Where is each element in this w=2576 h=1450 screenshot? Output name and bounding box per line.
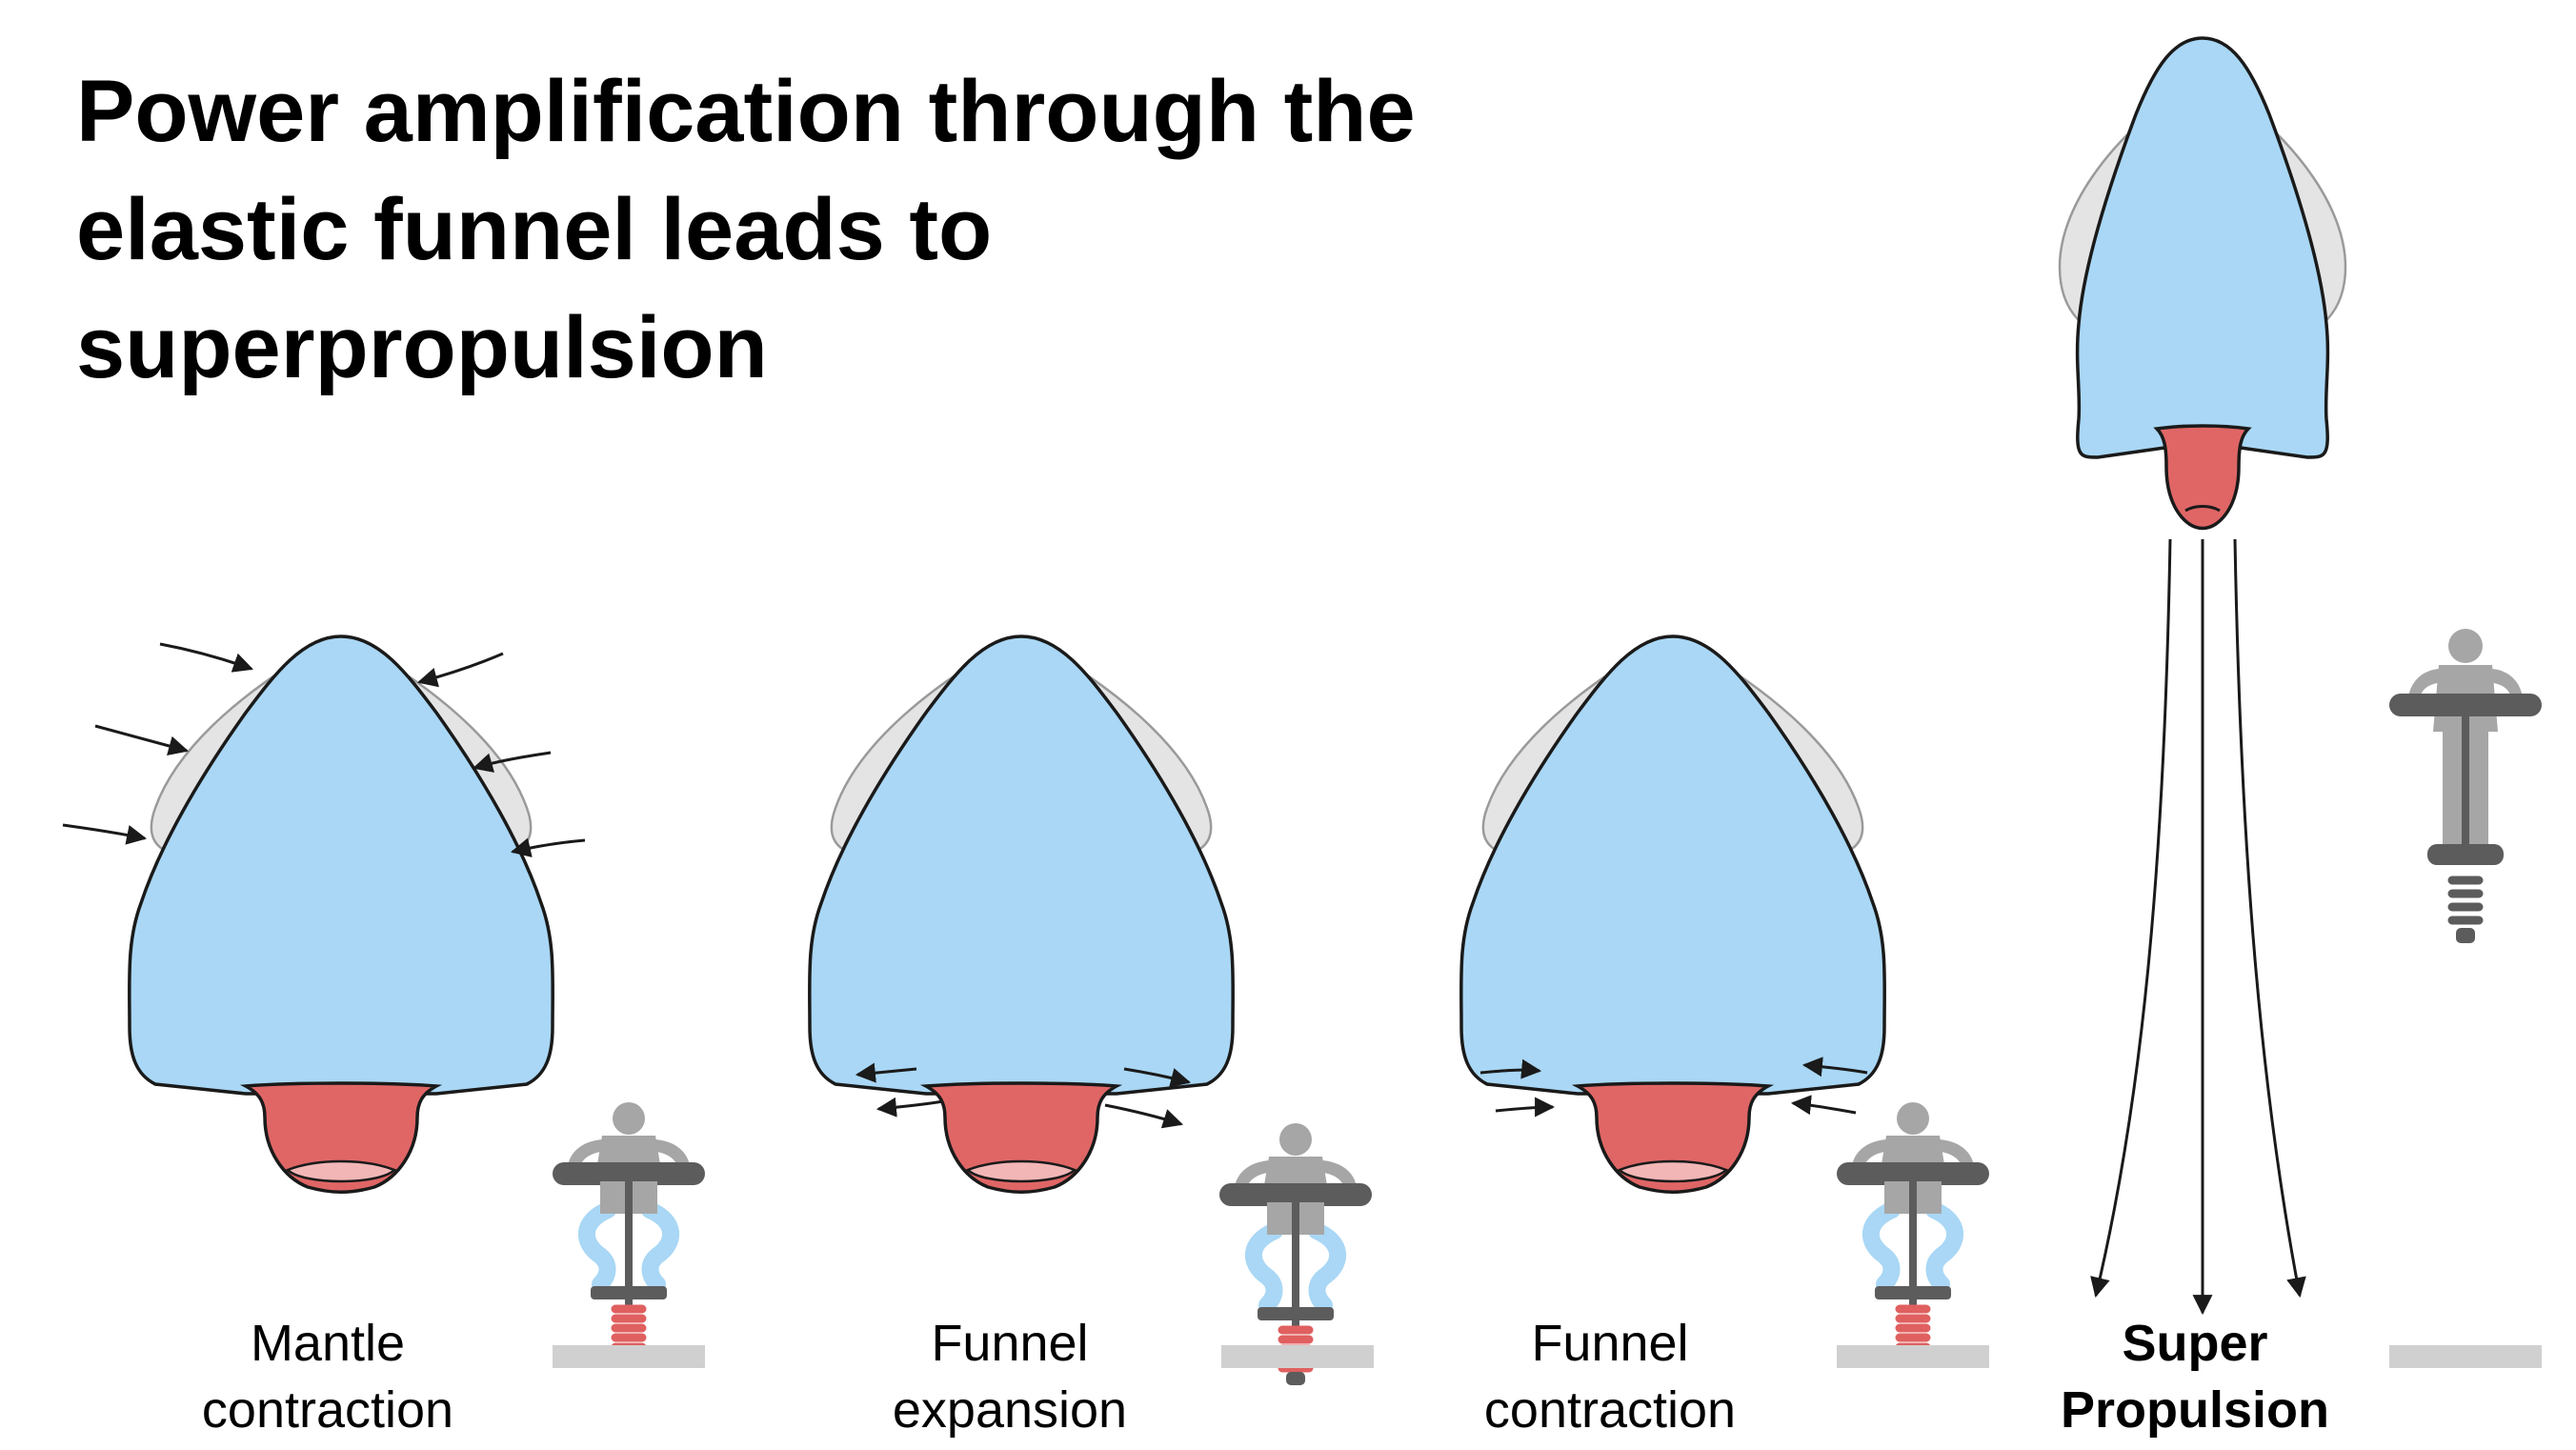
title-line-1: Power amplification through the [76, 63, 1416, 160]
stage-label-line: Funnel [931, 1315, 1088, 1372]
jet-flow-arrows-icon [2090, 538, 2306, 1316]
pogo-stick-rider-icon [553, 1102, 705, 1364]
force-arrow-icon [875, 1097, 944, 1118]
stage-label-funnel-expansion: Funnel expansion [893, 1315, 1127, 1439]
force-arrow-icon [472, 751, 552, 773]
force-arrow-icon [94, 724, 190, 756]
force-arrow-icon [1790, 1095, 1857, 1116]
ground-bar [553, 1345, 705, 1368]
ground-bar [1837, 1345, 1989, 1368]
stage-label-line: Super [2122, 1315, 2267, 1372]
force-arrow-icon [855, 1062, 917, 1083]
force-arrow-icon [1479, 1058, 1542, 1079]
ground-bar [1221, 1345, 1374, 1368]
stage-label-line: expansion [893, 1381, 1127, 1439]
force-arrow-icon [1104, 1103, 1184, 1129]
mantle-squeeze-arrows [62, 642, 586, 857]
stage-label-super-propulsion: Super Propulsion [2061, 1315, 2329, 1439]
stage-label-funnel-contraction: Funnel contraction [1484, 1315, 1736, 1439]
force-arrow-icon [1801, 1057, 1868, 1077]
title-line-3: superpropulsion [76, 299, 768, 396]
diagram-title: Power amplification through the elastic … [76, 63, 1416, 396]
stage-label-mantle-contraction: Mantle contraction [202, 1315, 453, 1439]
ground-bar [2389, 1345, 2542, 1368]
funnel-contraction-arrows [1479, 1057, 1868, 1118]
stage-label-line: Funnel [1531, 1315, 1688, 1372]
force-arrow-icon [2090, 538, 2172, 1299]
force-arrow-icon [62, 823, 148, 845]
squid-superpropulsion-icon [2058, 36, 2347, 531]
force-arrow-icon [416, 652, 504, 688]
title-line-2: elastic funnel leads to [76, 181, 992, 278]
stage-label-line: contraction [1484, 1381, 1736, 1439]
force-arrow-icon [510, 837, 586, 857]
stage-label-line: Mantle [251, 1315, 405, 1372]
force-arrow-icon [1123, 1067, 1192, 1088]
squid-funnel-expansion-icon [808, 634, 1235, 1194]
funnel-expansion-arrows [855, 1062, 1192, 1129]
stage-label-line: Propulsion [2061, 1381, 2329, 1439]
pogo-stick-rider-icon [1837, 1102, 1989, 1364]
force-arrow-icon [1495, 1097, 1556, 1118]
squid-mantle-contraction-icon [128, 634, 554, 1194]
stage-label-line: contraction [202, 1381, 453, 1439]
pogo-stick-rider-icon [2389, 629, 2542, 943]
force-arrow-icon [2233, 538, 2306, 1299]
force-arrow-icon [159, 642, 253, 673]
